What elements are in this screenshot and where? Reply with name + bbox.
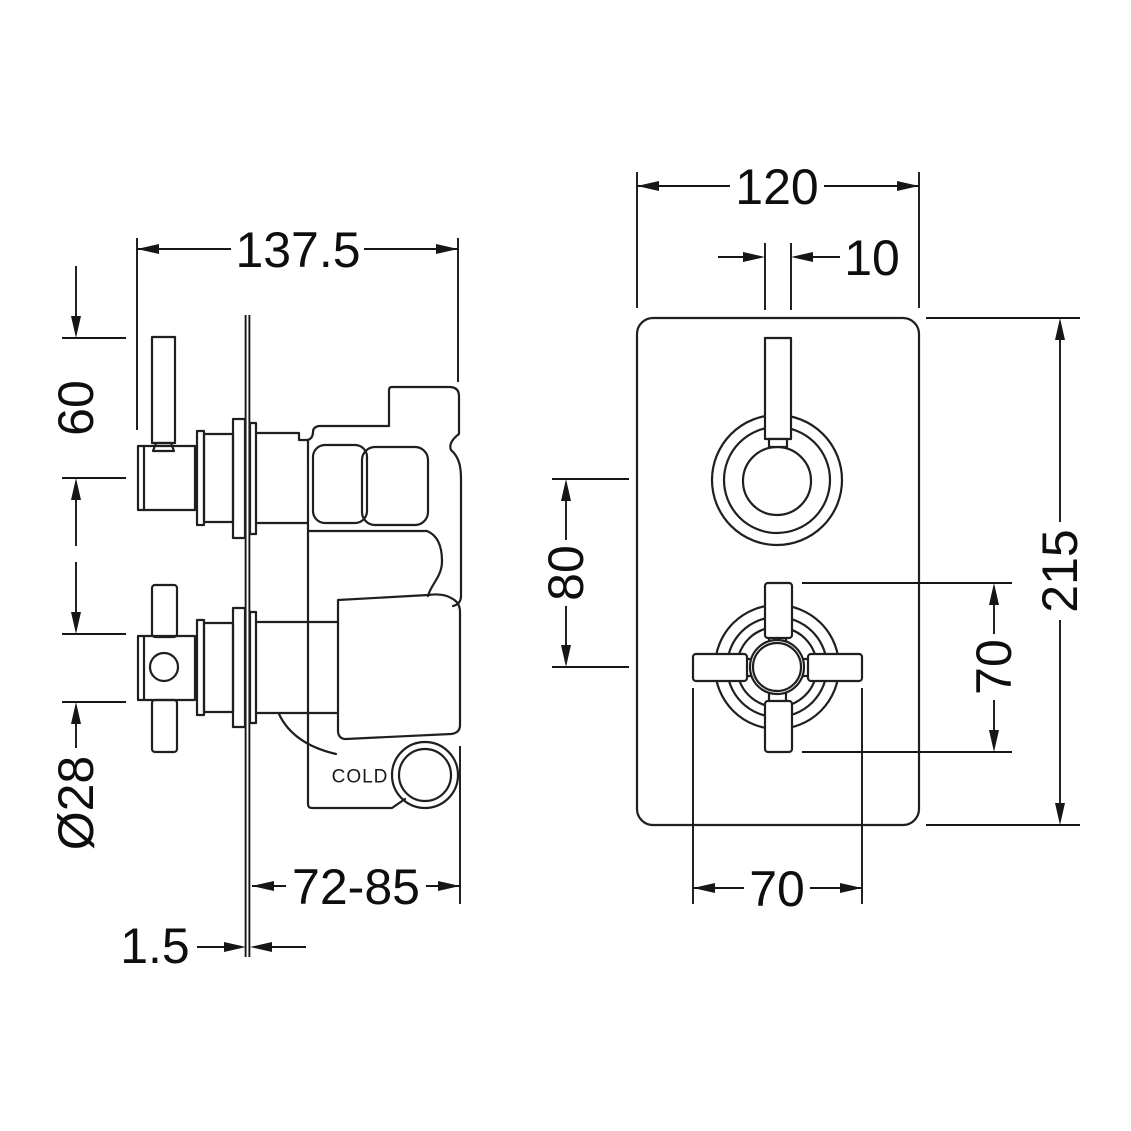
dim-front-handle-spacing: 80 xyxy=(538,478,629,668)
dim-front-cross-span-horizontal: 70 xyxy=(692,688,863,917)
dim-front-plate-width: 120 xyxy=(636,159,920,308)
dim-label-1-5: 1.5 xyxy=(120,918,190,974)
side-cross-handle xyxy=(136,583,197,754)
front-cross-handle xyxy=(691,581,864,754)
dim-label-120: 120 xyxy=(735,159,818,215)
dim-side-installation-depth: 72-85 xyxy=(252,746,461,915)
dim-label-137-5: 137.5 xyxy=(235,222,360,278)
dim-front-plate-height: 215 xyxy=(926,317,1088,826)
cross-arm-bottom xyxy=(763,699,794,754)
dim-label-10: 10 xyxy=(844,230,900,286)
dim-label-80: 80 xyxy=(538,545,594,601)
cross-arm-right xyxy=(806,652,864,683)
dim-label-dia28: Ø28 xyxy=(48,756,104,851)
dim-label-70-right: 70 xyxy=(966,639,1022,695)
side-view: COLD xyxy=(136,315,463,957)
wall-plate-edge xyxy=(244,315,251,957)
cross-arm-top xyxy=(763,581,794,640)
dim-front-lever-width: 10 xyxy=(718,230,900,310)
dim-side-lever-height: 60 xyxy=(48,266,126,546)
cold-port-label: COLD xyxy=(332,767,389,788)
front-lever xyxy=(763,336,793,441)
side-top-valve-flanges xyxy=(195,417,310,540)
dim-label-70-bottom: 70 xyxy=(749,861,805,917)
dim-side-plate-thickness: 1.5 xyxy=(120,918,306,974)
dim-side-overall-width: 137.5 xyxy=(136,222,459,430)
valve-body xyxy=(277,385,463,810)
cold-port: COLD xyxy=(332,740,460,810)
dim-side-hub-diameter: Ø28 xyxy=(48,562,126,850)
dim-label-215: 215 xyxy=(1032,529,1088,612)
dim-label-72-85: 72-85 xyxy=(292,859,420,915)
side-bottom-valve-flanges xyxy=(195,606,339,729)
dim-front-cross-span-vertical: 70 xyxy=(802,582,1022,753)
cross-arm-left xyxy=(691,652,749,683)
dim-label-60: 60 xyxy=(48,380,104,436)
front-view xyxy=(635,316,921,827)
front-lever-control xyxy=(710,336,844,547)
front-plate xyxy=(635,316,921,827)
side-lever-handle xyxy=(136,335,197,512)
